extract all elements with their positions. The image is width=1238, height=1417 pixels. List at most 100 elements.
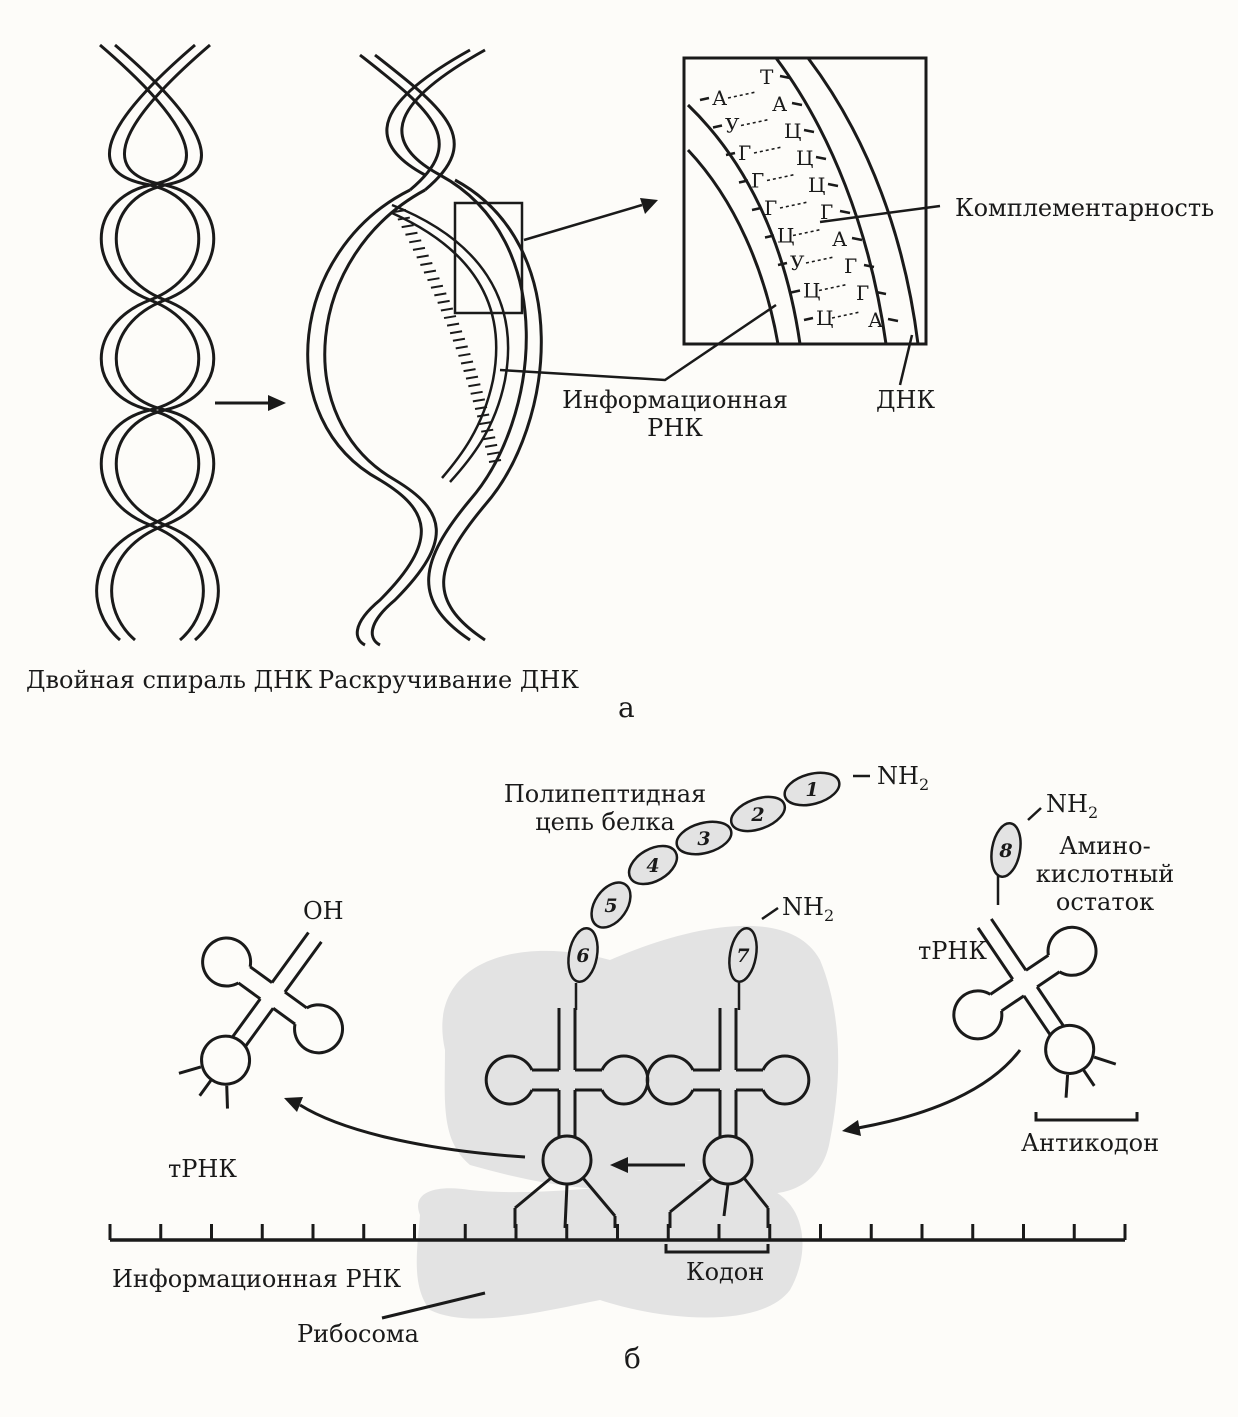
rna-base-label: У [790, 251, 805, 275]
helix-strand-a1 [95, 43, 201, 642]
inset-base-ticks [699, 74, 899, 323]
unwind-strand-left2 [323, 188, 438, 647]
label-double-helix: Двойная спираль ДНК [26, 666, 313, 694]
dna-base-label: Г [856, 281, 869, 305]
rna-base-label: Г [738, 141, 751, 165]
nh2-dash-7 [761, 906, 779, 921]
rna-tick [790, 289, 801, 294]
rna-tick [738, 179, 749, 184]
unwind-strand-left1 [306, 188, 423, 647]
label-amino-residue: Амино- кислотный остаток [1030, 832, 1180, 916]
amino-acid-2: 2 [729, 795, 787, 833]
arrow-trna-exit [299, 1103, 526, 1159]
dna-base-label: Т [760, 65, 774, 89]
hydrogen-bond [805, 256, 835, 264]
mrna-tick [486, 451, 500, 456]
hydrogen-bond [766, 173, 796, 182]
mrna-tick [401, 224, 414, 229]
mrna-tick [397, 216, 410, 221]
panel-b-dashes [574, 774, 1042, 1010]
label-mrna-a-line2: РНК [647, 414, 703, 442]
mrna-tick [420, 262, 433, 267]
amino-acid-1: 1 [783, 771, 841, 807]
amino-acid-number: 7 [736, 945, 749, 967]
mrna-tick [483, 436, 496, 441]
label-mrna-b: Информационная РНК [112, 1265, 402, 1293]
label-amino-line2: кислотный [1035, 860, 1175, 888]
label-oh: OH [303, 897, 344, 925]
mrna-tick [412, 246, 426, 251]
panel-b-letter: б [624, 1342, 641, 1375]
unwinding-dna [306, 48, 543, 647]
label-dna: ДНК [876, 386, 936, 414]
dna-base-label: А [772, 92, 787, 116]
mrna-tick [416, 254, 429, 259]
panel-a-letter: а [618, 691, 635, 724]
mrna-tick [484, 443, 498, 448]
mrna-tick [463, 368, 476, 373]
mrna-tick [476, 413, 490, 418]
mrna-codon-ticks [108, 1224, 1127, 1240]
unwind-strand-right2 [442, 178, 543, 642]
mrna-tick [455, 345, 468, 350]
rna-tick [764, 234, 775, 239]
dna-base-label: Ц [784, 119, 801, 143]
nh2-8-text: NH [1046, 790, 1088, 818]
label-complementarity: Комплементарность [955, 194, 1215, 222]
mrna-tick [474, 405, 488, 410]
rna-tick [777, 261, 788, 267]
label-trna-right: тРНК [918, 937, 987, 965]
amino-acid-number: 1 [805, 779, 818, 801]
dna-tick [815, 155, 827, 161]
unwind-arrow [215, 395, 286, 411]
rna-tick [712, 124, 723, 129]
amino-acid-7: 7 [728, 927, 758, 983]
dna-base-label: А [868, 308, 883, 332]
amino-acid-number: 3 [697, 828, 710, 850]
unwind-strand-cross2 [374, 53, 456, 192]
rna-base-label: Г [764, 196, 777, 220]
amino-acid-number: 5 [604, 895, 617, 917]
unwind-strand-right1 [427, 173, 528, 642]
mrna-tick [465, 375, 479, 380]
label-nh2-main: NH2 [877, 762, 929, 799]
label-ribosome: Рибосома [297, 1320, 419, 1348]
label-trna-left: тРНК [168, 1155, 237, 1183]
nh2-dash-8 [1027, 807, 1042, 821]
label-polypeptide: Полипептидная цепь белка [500, 780, 710, 836]
mrna-base-ticks [393, 209, 502, 463]
mrna-tick [472, 398, 486, 403]
trna-site-a [645, 1008, 811, 1228]
hydrogen-bond [740, 118, 770, 127]
label-unwinding: Раскручивание ДНК [318, 666, 579, 694]
inset-dna-outer [806, 58, 920, 344]
hydrogen-bond [818, 283, 848, 292]
mrna-strand [391, 203, 510, 483]
dna-tick [791, 101, 803, 107]
double-helix-dna [95, 43, 220, 642]
mrna-tick [427, 277, 440, 282]
mrna-tick [440, 307, 454, 312]
amino-acid-3: 3 [675, 820, 733, 856]
amino-acid-number: 4 [646, 855, 659, 877]
dna-tick [851, 236, 863, 242]
zoom-region-box [453, 201, 524, 315]
amino-acid-6: 6 [567, 927, 599, 983]
nh2-main-text: NH [877, 762, 919, 790]
rna-base-label: У [725, 114, 740, 138]
zoom-arrow [523, 198, 658, 242]
arrow-trna-enter [857, 1049, 1022, 1130]
dna-base-label: Ц [796, 146, 813, 170]
mrna-tick [393, 209, 407, 213]
rna-base-label: Г [751, 169, 764, 193]
inset-rna-inner [686, 103, 802, 344]
hydrogen-bond [727, 91, 757, 99]
inset-dna-inner [774, 58, 888, 344]
trna-site-p [484, 1008, 650, 1229]
trna-arriving [952, 918, 1117, 1098]
dna-tick [839, 209, 851, 215]
label-nh2-8: NH2 [1046, 790, 1098, 827]
